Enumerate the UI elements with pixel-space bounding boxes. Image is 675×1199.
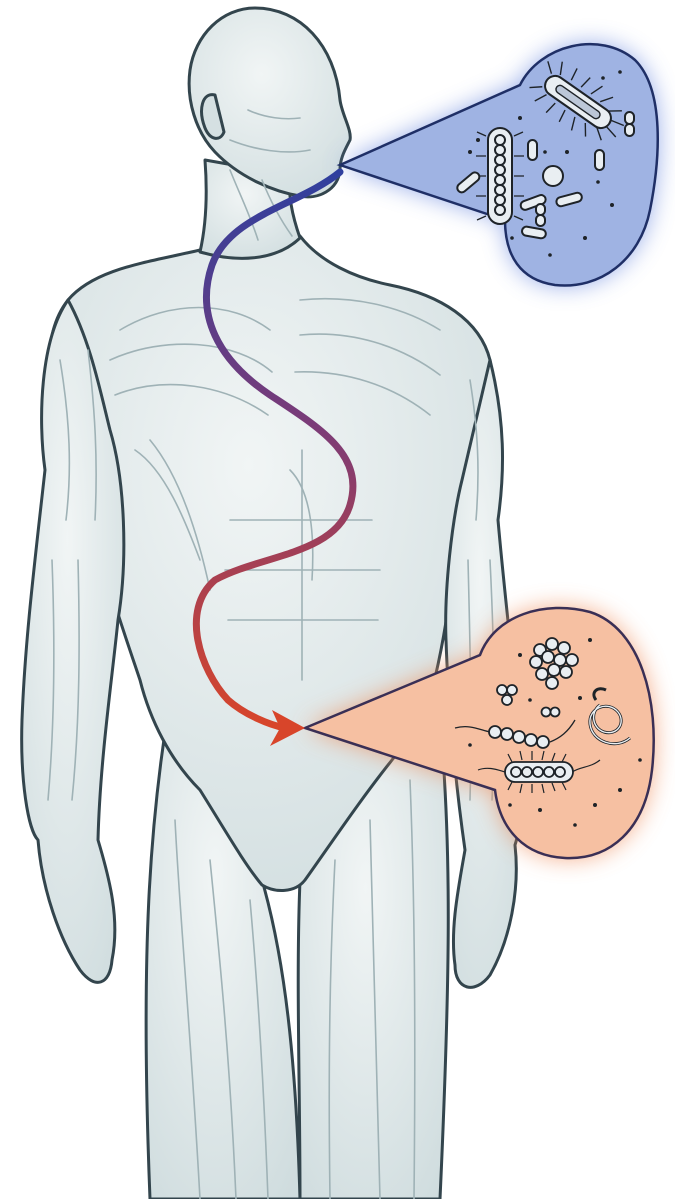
coccus-icon xyxy=(543,166,563,186)
oral-callout xyxy=(340,44,658,285)
